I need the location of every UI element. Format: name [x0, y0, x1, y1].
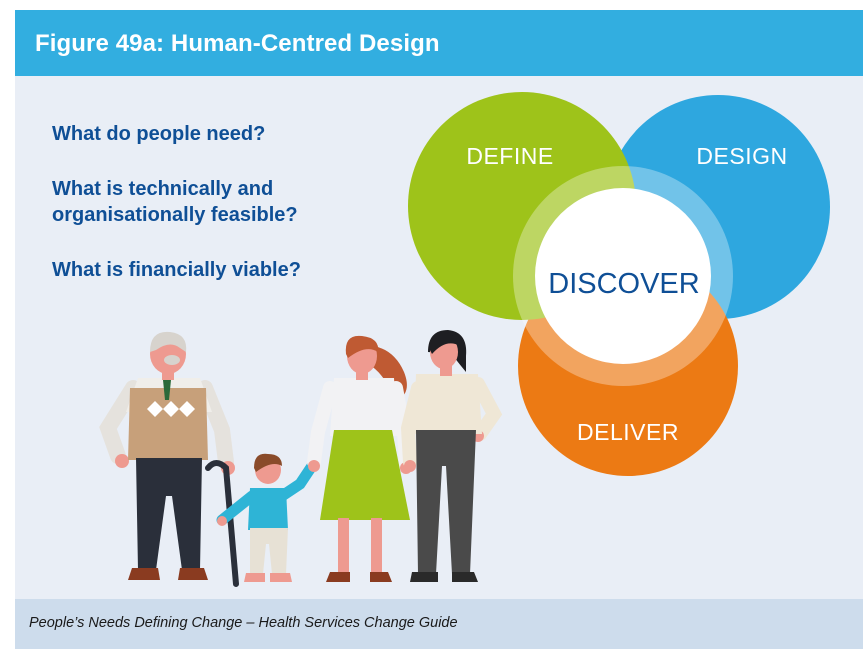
design-label: DESIGN — [696, 143, 787, 169]
figure-footer: People’s Needs Defining Change – Health … — [15, 599, 863, 649]
child-figure — [216, 453, 318, 582]
woman-grey-trousers-figure — [400, 330, 503, 582]
question-viable: What is financially viable? — [52, 259, 301, 281]
discover-label: DISCOVER — [548, 268, 699, 300]
figure-caption: People’s Needs Defining Change – Health … — [29, 615, 458, 631]
question-feasible-line1: What is technically and — [52, 178, 274, 200]
question-people-need: What do people need? — [52, 123, 266, 145]
figure-header: Figure 49a: Human-Centred Design — [15, 10, 863, 76]
venn-diagram: DEFINE DESIGN DELIVER DISCOVER — [408, 92, 830, 476]
question-feasible-line2: organisationally feasible? — [52, 204, 298, 226]
elderly-man-figure — [99, 331, 239, 587]
define-label: DEFINE — [466, 143, 553, 169]
discover-circle — [535, 188, 711, 364]
woman-green-skirt-figure — [307, 335, 413, 582]
deliver-label: DELIVER — [577, 419, 679, 445]
figure-title: Figure 49a: Human-Centred Design — [35, 30, 440, 57]
